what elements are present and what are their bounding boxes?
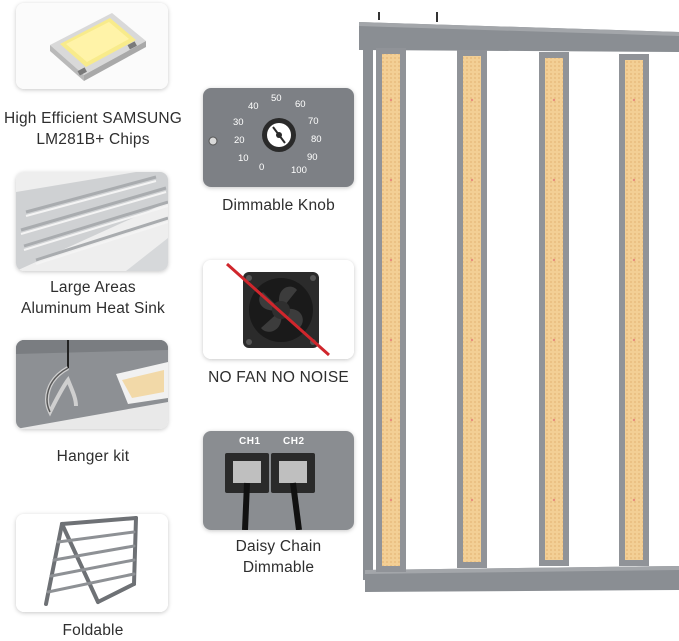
knob-scale-90: 90 <box>307 152 318 163</box>
daisy-caption-line2: Dimmable <box>242 559 315 576</box>
hanger-kit-image <box>16 340 168 429</box>
daisy-chain-tile: CH1 CH2 <box>203 431 354 530</box>
no-fan-tile <box>203 260 354 359</box>
heat-sink-caption: Large Areas Aluminum Heat Sink <box>0 277 186 319</box>
knob-scale-70: 70 <box>308 116 319 127</box>
heat-sink-image <box>16 172 168 271</box>
heat-sink-caption-line2: Aluminum Heat Sink <box>20 300 166 317</box>
knob-scale-30: 30 <box>233 117 244 128</box>
ch1-port-label: CH1 <box>239 436 261 447</box>
knob-scale-80: 80 <box>311 134 322 145</box>
strike-through-line <box>226 262 330 357</box>
knob-scale-20: 20 <box>234 135 245 146</box>
knob-tile: 0 10 20 30 40 50 60 70 80 90 100 <box>203 88 354 187</box>
hanger-caption-text: Hanger kit <box>56 448 130 465</box>
knob-panel: 0 10 20 30 40 50 60 70 80 90 100 <box>203 88 354 187</box>
heat-sink-caption-line1: Large Areas <box>50 279 136 296</box>
foldable-tile <box>16 514 168 612</box>
knob-scale-100: 100 <box>291 165 307 176</box>
knob-caption: Dimmable Knob <box>203 195 354 216</box>
crossed-fan-image <box>203 260 354 359</box>
knob-scale-40: 40 <box>248 101 259 112</box>
hanger-tile <box>16 340 168 429</box>
knob-caption-text: Dimmable Knob <box>222 197 335 214</box>
daisy-caption-line1: Daisy Chain <box>235 538 322 555</box>
foldable-frame-image <box>16 514 168 612</box>
heat-sink-tile <box>16 172 168 271</box>
grow-light-fixture-image <box>359 12 679 592</box>
no-fan-caption-text: NO FAN NO NOISE <box>208 369 349 386</box>
foldable-caption: Foldable <box>0 620 186 641</box>
chip-caption-line1: High Efficient SAMSUNG <box>3 110 183 127</box>
knob-scale-60: 60 <box>295 99 306 110</box>
daisy-chain-ports-image <box>203 431 354 530</box>
knob-scale-0: 0 <box>259 162 265 173</box>
knob-dial-image <box>208 118 296 152</box>
chip-caption: High Efficient SAMSUNG LM281B+ Chips <box>0 108 186 150</box>
knob-scale-10: 10 <box>238 153 249 164</box>
hanger-caption: Hanger kit <box>0 446 186 467</box>
no-fan-caption: NO FAN NO NOISE <box>190 367 367 388</box>
samsung-chip-image <box>16 3 168 89</box>
daisy-chain-caption: Daisy Chain Dimmable <box>203 536 354 578</box>
knob-scale-50: 50 <box>271 93 282 104</box>
ch2-port-label: CH2 <box>283 436 305 447</box>
foldable-caption-text: Foldable <box>62 622 124 639</box>
chip-caption-line2: LM281B+ Chips <box>36 131 150 148</box>
led-chip-tile <box>16 3 168 89</box>
